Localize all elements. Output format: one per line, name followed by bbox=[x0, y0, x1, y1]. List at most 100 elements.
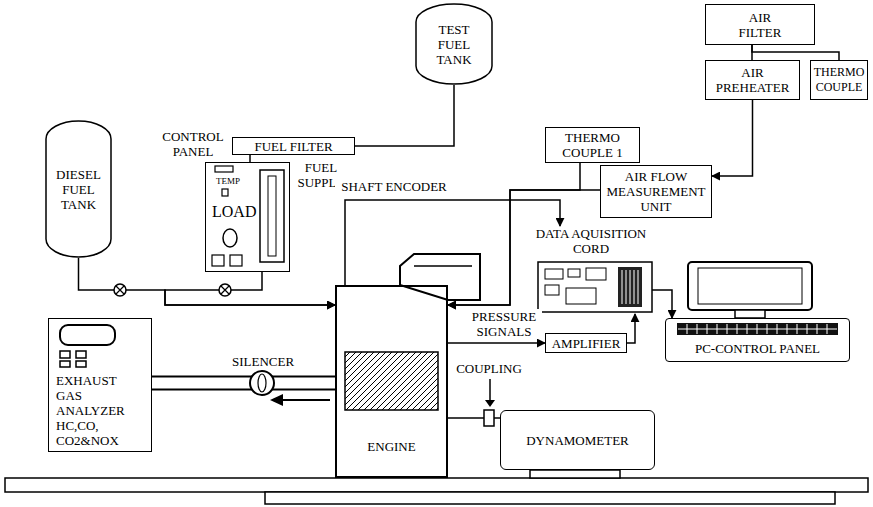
sensor-box: THERMO COUPLE 1 bbox=[545, 127, 640, 163]
node-text: AIR FILTER bbox=[733, 10, 788, 40]
analyzer-display bbox=[60, 325, 115, 345]
amplifier-box: AMPLIFIER bbox=[545, 333, 627, 353]
fuel-tank: DIESEL FUEL TANK bbox=[45, 120, 112, 258]
analyzer-button bbox=[60, 351, 70, 358]
coupling-leader bbox=[489, 379, 491, 400]
connector bbox=[355, 85, 454, 146]
analyzer-button bbox=[76, 361, 86, 367]
engine-head-line bbox=[414, 265, 472, 267]
connector-line bbox=[79, 258, 336, 305]
engine-hatch bbox=[345, 352, 438, 410]
connector-pins bbox=[622, 270, 638, 304]
analyzer-button bbox=[76, 351, 86, 358]
coupling-leader-head bbox=[485, 400, 495, 407]
connector-line bbox=[627, 314, 635, 343]
board-chip bbox=[545, 285, 559, 295]
node-text: PC-CONTROL PANEL bbox=[695, 341, 820, 356]
connector-line bbox=[712, 100, 753, 176]
engine-block: ENGINE bbox=[335, 285, 448, 478]
node-text: LOAD bbox=[212, 203, 262, 221]
dynamometer: DYNAMOMETER bbox=[500, 410, 655, 470]
silencer-symbol bbox=[250, 371, 274, 395]
node-text: FUEL FILTER bbox=[254, 139, 332, 154]
node-text: EXHAUST GAS ANALYZER HC,CO, CO2&NOX bbox=[56, 373, 128, 448]
panel-knob bbox=[222, 189, 228, 196]
board-chip bbox=[566, 288, 596, 304]
coupling-symbol bbox=[484, 410, 494, 426]
gas-analyzer: EXHAUST GAS ANALYZER HC,CO, CO2&NOX bbox=[48, 318, 152, 452]
tank-shell bbox=[416, 4, 492, 84]
pipe-bore bbox=[152, 378, 335, 389]
node-text: AIR PREHEATER bbox=[710, 65, 795, 95]
connector-line bbox=[652, 290, 672, 318]
keyboard-keys bbox=[677, 323, 838, 335]
analyzer-button bbox=[60, 361, 70, 367]
board-chip bbox=[586, 268, 606, 280]
node-text: TEMP bbox=[216, 176, 256, 186]
valve-cross bbox=[221, 286, 229, 294]
exhaust-flow-line bbox=[282, 399, 330, 401]
heater-box: AIR PREHEATER bbox=[705, 60, 800, 100]
panel-switch bbox=[230, 255, 242, 266]
node-text: DATA AQUISITION CORD bbox=[532, 226, 650, 256]
node-text: AMPLIFIER bbox=[552, 336, 621, 351]
filter-box: FUEL FILTER bbox=[232, 137, 355, 155]
dynamometer-stand bbox=[530, 470, 620, 478]
panel-heading: CONTROL PANEL bbox=[160, 129, 226, 159]
board-chip bbox=[545, 269, 563, 279]
monitor-screen bbox=[698, 268, 802, 304]
connector bbox=[712, 100, 753, 176]
connector-line bbox=[165, 272, 335, 305]
monitor bbox=[688, 262, 812, 310]
filter-box: AIR FILTER bbox=[705, 4, 815, 45]
key-gaps bbox=[678, 324, 837, 334]
test-bed-slab bbox=[5, 478, 868, 492]
test-bed-base bbox=[265, 492, 835, 504]
panel-display bbox=[215, 166, 233, 172]
connector-line bbox=[752, 45, 839, 60]
connector bbox=[165, 272, 335, 305]
connector-line bbox=[249, 155, 251, 162]
exhaust-flow-arrow bbox=[270, 394, 283, 406]
node-text: THERMO COUPLE 1 bbox=[558, 130, 628, 160]
node-text: TEST FUEL TANK bbox=[432, 22, 477, 67]
connector-line bbox=[345, 200, 560, 285]
exhaust-pipe bbox=[152, 383, 335, 384]
valve-symbol bbox=[219, 284, 231, 296]
pc-keyboard: PC-CONTROL PANEL bbox=[665, 318, 850, 362]
tank-shell bbox=[46, 121, 111, 257]
node-text: THERMO COUPLE bbox=[813, 65, 865, 95]
connector-line bbox=[448, 342, 545, 344]
node-text: ENGINE bbox=[367, 439, 415, 454]
daq-board bbox=[538, 262, 652, 312]
burette-tube bbox=[268, 176, 276, 256]
panel-dial bbox=[223, 229, 237, 247]
measurement-box: AIR FLOW MEASUREMENT UNIT bbox=[600, 165, 712, 218]
signal-label: PRESSURE SIGNALS bbox=[466, 309, 542, 339]
panel-switch bbox=[212, 255, 224, 266]
sensor-box: THERMO COUPLE bbox=[810, 60, 868, 100]
daq-card: DATA AQUISITION CORD bbox=[530, 226, 652, 314]
connector bbox=[752, 45, 839, 60]
signal-label: SHAFT ENCODER bbox=[335, 179, 453, 194]
connector bbox=[345, 200, 560, 285]
connector bbox=[250, 155, 251, 162]
node-text: AIR FLOW MEASUREMENT UNIT bbox=[605, 169, 707, 214]
engine-head bbox=[400, 254, 480, 300]
monitor-stand bbox=[735, 310, 765, 318]
connector bbox=[79, 258, 336, 305]
control-panel: CONTROL PANELTEMPLOAD bbox=[205, 162, 290, 272]
connector-line bbox=[355, 85, 454, 146]
connector bbox=[627, 314, 635, 343]
silencer-core bbox=[258, 374, 266, 392]
node-text: DIESEL FUEL TANK bbox=[54, 167, 104, 212]
connector bbox=[448, 343, 545, 344]
pipe-wall bbox=[152, 376, 335, 391]
part-label: COUPLING bbox=[452, 361, 526, 376]
connector bbox=[652, 290, 672, 318]
part-label: SILENCER bbox=[228, 354, 298, 369]
board-connector bbox=[618, 267, 642, 307]
burette-column bbox=[260, 170, 284, 262]
